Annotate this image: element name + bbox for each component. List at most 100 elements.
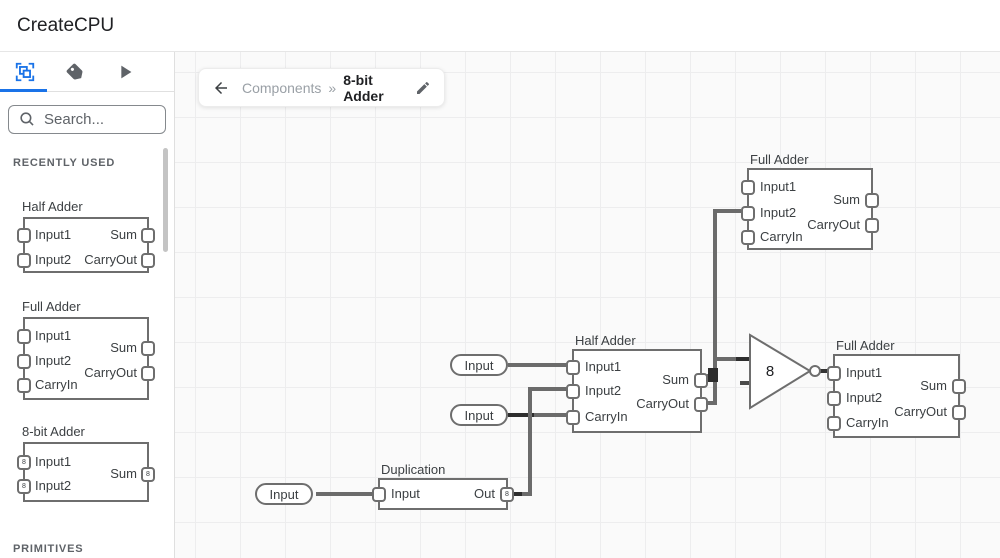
- port-label: Input1: [846, 365, 883, 380]
- input-pill[interactable]: Input: [450, 404, 508, 426]
- port-label: Input2: [35, 252, 72, 267]
- port-label: CarryOut: [84, 365, 137, 380]
- node-full-adder-top[interactable]: Full Adder Input1 Input2 CarryIn Sum Car…: [741, 152, 879, 250]
- port-input2[interactable]: [827, 391, 841, 406]
- wire-overlap: [513, 492, 522, 496]
- input-pill[interactable]: Input: [255, 483, 313, 505]
- tab-components[interactable]: [0, 52, 50, 91]
- wire[interactable]: [528, 387, 532, 496]
- port-sum[interactable]: [694, 373, 708, 388]
- wire-overlap: [736, 357, 752, 361]
- wire[interactable]: [528, 387, 568, 391]
- component-preview-box: Input1 Input2 Sum CarryOut: [17, 217, 155, 273]
- port-width-badge: 8: [22, 459, 26, 466]
- node-full-adder-right[interactable]: Full Adder Input1 Input2 CarryIn Sum Car…: [827, 338, 966, 438]
- port-width-badge: 8: [146, 471, 150, 478]
- node-title: Duplication: [381, 462, 446, 477]
- port-label: Input2: [585, 383, 622, 398]
- port-out[interactable]: 8: [500, 487, 514, 502]
- port-input2[interactable]: [566, 384, 580, 399]
- port-input1[interactable]: [17, 228, 31, 243]
- port-label: Sum: [110, 466, 137, 481]
- port-label: Input1: [585, 359, 622, 374]
- component-preview-full-adder[interactable]: Full Adder Input1 Input2 CarryIn Sum Car…: [0, 299, 174, 404]
- selected-tab-indicator: [0, 89, 47, 92]
- port-input2[interactable]: [17, 354, 31, 369]
- canvas[interactable]: Components » 8-bit Adder Input Input Inp…: [175, 52, 1000, 558]
- component-preview-box: 8 8 8 Input1 Input2 Sum: [17, 442, 155, 502]
- sidebar-scrollbar[interactable]: [163, 148, 168, 252]
- port-input2[interactable]: 8: [17, 479, 31, 494]
- port-carryout[interactable]: [952, 405, 966, 420]
- port-label: CarryIn: [585, 409, 628, 424]
- search-icon: [18, 110, 37, 129]
- component-preview-half-adder[interactable]: Half Adder Input1 Input2 Sum CarryOut: [0, 199, 174, 279]
- node-title: Full Adder: [836, 338, 895, 353]
- port-label: CarryOut: [807, 217, 860, 232]
- recently-used-header: RECENTLY USED: [13, 157, 116, 169]
- tab-tags[interactable]: [50, 52, 100, 91]
- port-sum[interactable]: [141, 341, 155, 356]
- port-carryout[interactable]: [141, 253, 155, 268]
- wire[interactable]: [713, 209, 717, 405]
- port-carryin[interactable]: [741, 230, 755, 245]
- port-label: Input2: [35, 353, 72, 368]
- port-input2[interactable]: [17, 253, 31, 268]
- node-half-adder[interactable]: Half Adder Input1 Input2 CarryIn Sum Car…: [566, 333, 708, 433]
- port-label: Input2: [35, 478, 72, 493]
- port-carryout[interactable]: [141, 366, 155, 381]
- buffer-label: 8: [766, 363, 774, 380]
- search-box[interactable]: [8, 105, 166, 134]
- port-input[interactable]: [372, 487, 386, 502]
- wire[interactable]: [508, 363, 568, 367]
- input-pill[interactable]: Input: [450, 354, 508, 376]
- search-input[interactable]: [44, 111, 154, 128]
- node-buffer-8[interactable]: 8: [738, 333, 828, 413]
- component-icon: [14, 61, 36, 83]
- breadcrumb-parent[interactable]: Components: [242, 79, 322, 96]
- port-input1[interactable]: [17, 329, 31, 344]
- port-label: Sum: [920, 378, 947, 393]
- component-title: 8-bit Adder: [22, 424, 85, 439]
- tab-simulate[interactable]: [100, 52, 150, 91]
- port-carryin[interactable]: [827, 416, 841, 431]
- wire-stub[interactable]: [740, 381, 752, 385]
- port-label: Sum: [662, 372, 689, 387]
- port-label: CarryOut: [894, 404, 947, 419]
- port-sum[interactable]: 8: [141, 467, 155, 482]
- component-preview-8bit-adder[interactable]: 8-bit Adder 8 8 8 Input1 Input2 Sum: [0, 424, 174, 506]
- wire[interactable]: [316, 492, 373, 496]
- wire[interactable]: [508, 413, 568, 417]
- pill-label: Input: [464, 357, 494, 373]
- component-title: Half Adder: [22, 199, 83, 214]
- wire[interactable]: [513, 492, 532, 496]
- port-sum[interactable]: [141, 228, 155, 243]
- port-label: Input: [391, 486, 420, 501]
- port-input1[interactable]: 8: [17, 455, 31, 470]
- port-input1[interactable]: [566, 360, 580, 375]
- port-label: Input1: [35, 328, 72, 343]
- node-duplication[interactable]: Duplication 8 Input Out: [372, 462, 514, 510]
- port-label: Input1: [35, 454, 72, 469]
- edit-icon[interactable]: [415, 80, 431, 96]
- port-carryout[interactable]: [865, 218, 879, 233]
- port-carryin[interactable]: [566, 410, 580, 425]
- wire[interactable]: [713, 209, 741, 213]
- wire[interactable]: [820, 369, 828, 373]
- port-input1[interactable]: [827, 366, 841, 381]
- port-carryout[interactable]: [694, 397, 708, 412]
- port-label: Sum: [110, 340, 137, 355]
- breadcrumb-separator: »: [328, 79, 337, 96]
- port-sum[interactable]: [865, 193, 879, 208]
- port-label: Input2: [760, 205, 797, 220]
- port-width-badge: 8: [22, 483, 26, 490]
- sidebar-tabbar: [0, 52, 174, 92]
- port-carryin[interactable]: [17, 378, 31, 393]
- wire[interactable]: [707, 401, 717, 405]
- port-sum[interactable]: [952, 379, 966, 394]
- port-input1[interactable]: [741, 180, 755, 195]
- port-input2[interactable]: [741, 206, 755, 221]
- wire[interactable]: [713, 357, 752, 361]
- back-button[interactable]: [212, 79, 230, 97]
- sidebar: RECENTLY USED Half Adder Input1 Input2 S…: [0, 52, 175, 558]
